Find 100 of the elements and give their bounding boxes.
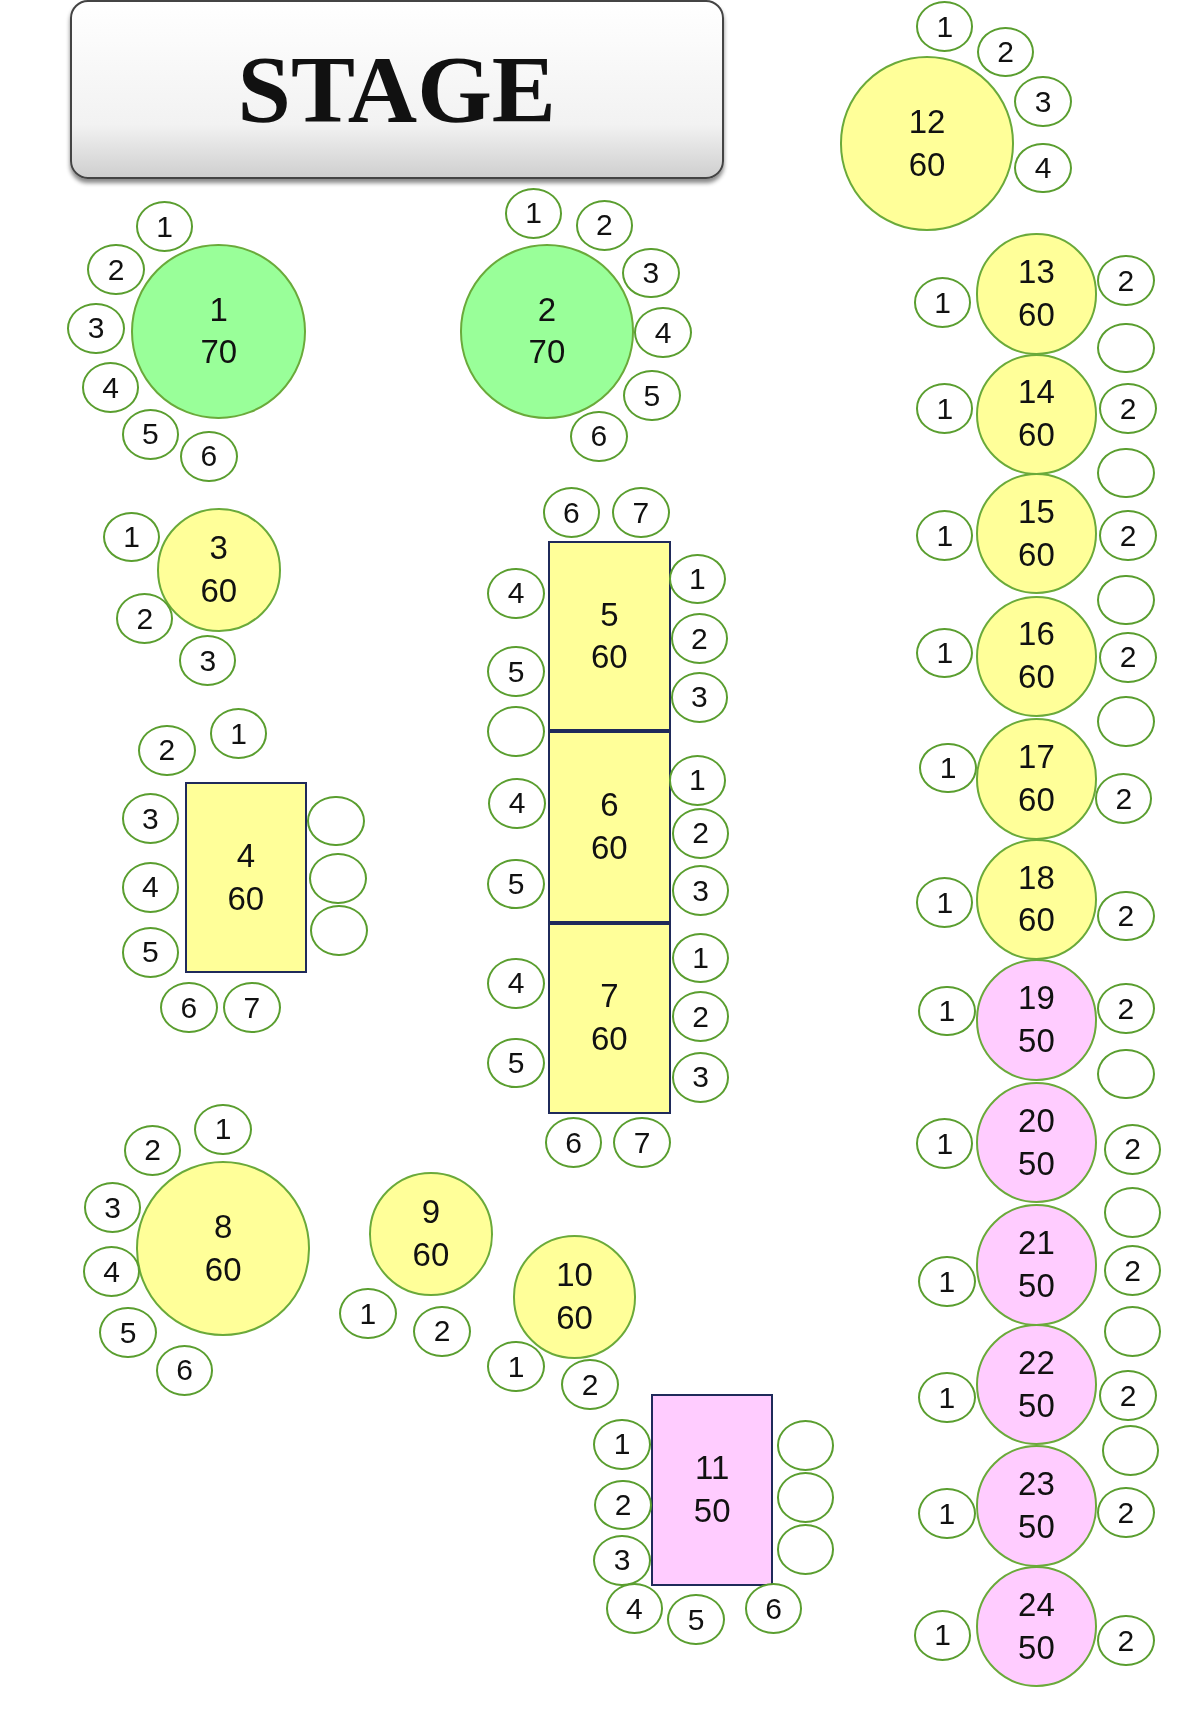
seat-number: 5 xyxy=(687,1604,705,1635)
seat-number: 1 xyxy=(938,1498,956,1529)
table-value: 50 xyxy=(1018,1627,1055,1668)
seat-number: 4 xyxy=(508,788,526,819)
seat xyxy=(487,567,545,619)
seat-number: 4 xyxy=(1034,152,1052,183)
empty-seat xyxy=(310,904,368,956)
seat xyxy=(916,383,974,435)
seat-number: 3 xyxy=(141,803,159,834)
seat-number: 2 xyxy=(1117,1497,1135,1528)
seat-number: 4 xyxy=(103,1256,120,1287)
seat-number: 1 xyxy=(936,11,954,42)
table-value: 60 xyxy=(1018,657,1055,698)
table-value: 50 xyxy=(1018,1266,1055,1307)
table-number: 8 xyxy=(214,1206,233,1247)
table-number: 12 xyxy=(908,101,946,142)
table-value: 60 xyxy=(1018,294,1055,335)
seat-number: 2 xyxy=(1117,901,1135,931)
seat xyxy=(634,307,692,358)
seat-number: 4 xyxy=(654,317,672,348)
rectangular-table xyxy=(548,731,671,923)
seat-number: 4 xyxy=(625,1593,643,1624)
table-value: 50 xyxy=(1018,1020,1055,1061)
table-value: 60 xyxy=(591,1019,628,1060)
seat xyxy=(916,1,974,52)
table-number: 4 xyxy=(236,836,255,876)
table-value: 50 xyxy=(1018,1507,1055,1548)
seat-number: 2 xyxy=(1119,520,1137,551)
table-value: 60 xyxy=(200,571,238,612)
seat-number: 7 xyxy=(633,1127,651,1158)
seat xyxy=(612,487,670,539)
seat xyxy=(593,1418,651,1470)
seat xyxy=(671,991,730,1042)
seat-number: 5 xyxy=(141,419,159,450)
empty-seat xyxy=(776,1471,835,1523)
rectangular-table xyxy=(548,541,671,732)
seat-number: 2 xyxy=(1119,642,1137,673)
seat xyxy=(135,201,194,252)
table-number: 13 xyxy=(1018,252,1055,292)
table-number: 5 xyxy=(600,594,619,635)
seat-number: 1 xyxy=(936,638,954,668)
table-number: 24 xyxy=(1018,1584,1055,1625)
seat-number: 7 xyxy=(243,992,261,1023)
seat-number: 6 xyxy=(180,992,198,1023)
seat-number: 5 xyxy=(119,1317,137,1348)
seat-number: 2 xyxy=(691,623,708,654)
table-number: 7 xyxy=(600,976,619,1017)
table-value: 50 xyxy=(1018,1143,1055,1184)
table-value: 60 xyxy=(556,1298,593,1339)
table-value: 60 xyxy=(1018,534,1055,575)
seat xyxy=(613,1117,671,1168)
rectangular-table xyxy=(650,1394,774,1586)
table-value: 50 xyxy=(1018,1385,1055,1426)
seat-number: 7 xyxy=(632,497,650,528)
seat-number: 1 xyxy=(692,943,709,973)
seat-number: 3 xyxy=(104,1192,122,1223)
seat-number: 1 xyxy=(934,1620,951,1651)
seat-number: 6 xyxy=(590,421,608,452)
table-number: 18 xyxy=(1018,857,1055,898)
empty-seat xyxy=(776,1523,835,1575)
seat-number: 2 xyxy=(614,1489,632,1520)
seat xyxy=(671,807,730,859)
seat-number: 6 xyxy=(200,441,218,472)
seat-number: 3 xyxy=(87,313,105,344)
table-value: 60 xyxy=(1018,415,1055,456)
seat-number: 4 xyxy=(507,968,525,999)
empty-seat xyxy=(309,853,367,904)
seat-number: 1 xyxy=(936,520,954,551)
table-number: 17 xyxy=(1018,737,1055,778)
seat xyxy=(593,1534,651,1586)
seat xyxy=(413,1306,471,1357)
seat-number: 1 xyxy=(123,522,140,552)
table-number: 9 xyxy=(421,1192,441,1233)
seat-number: 2 xyxy=(1117,1625,1135,1656)
table-number: 20 xyxy=(1018,1100,1055,1141)
seat xyxy=(121,927,179,978)
seat-number: 1 xyxy=(525,198,543,229)
seat-number: 6 xyxy=(765,1593,782,1624)
seat xyxy=(919,742,977,794)
seat-number: 2 xyxy=(1117,993,1135,1024)
seat xyxy=(1099,1370,1157,1421)
seat-number: 6 xyxy=(565,1127,582,1158)
table-value: 60 xyxy=(227,878,265,919)
seat-number: 6 xyxy=(176,1355,193,1386)
seat xyxy=(671,865,730,916)
seat-number: 3 xyxy=(642,257,660,288)
seat-number: 5 xyxy=(507,868,525,899)
seat xyxy=(918,1256,976,1308)
seat-number: 1 xyxy=(156,211,173,242)
seat-number: 3 xyxy=(691,682,708,713)
seat-number: 2 xyxy=(1115,783,1133,814)
seat-number: 2 xyxy=(1124,1134,1141,1165)
seat-number: 2 xyxy=(1124,1255,1141,1286)
seat-number: 3 xyxy=(692,1062,709,1093)
seat xyxy=(622,247,680,299)
seat-number: 2 xyxy=(1119,1380,1137,1411)
seat-number: 1 xyxy=(936,887,954,918)
seat-number: 3 xyxy=(1034,86,1052,117)
seat-number: 1 xyxy=(936,1128,954,1159)
seat-number: 4 xyxy=(507,578,525,609)
